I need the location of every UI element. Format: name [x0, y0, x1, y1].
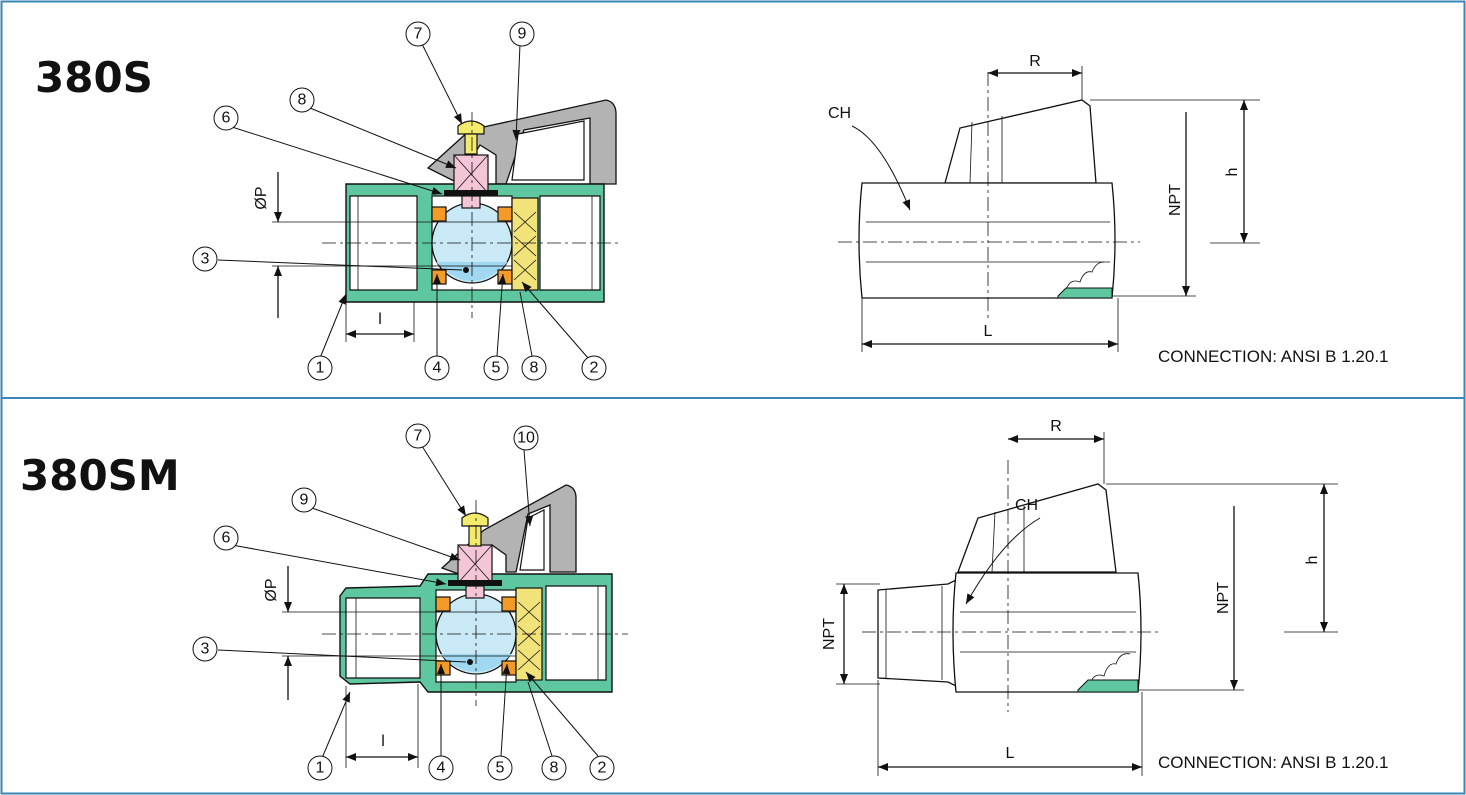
svg-text:3: 3 — [201, 251, 210, 268]
svg-text:4: 4 — [433, 360, 442, 377]
handle-profile — [944, 99, 1097, 184]
svg-text:8: 8 — [550, 760, 559, 777]
left-port — [345, 597, 421, 679]
seat-top-right — [497, 206, 513, 222]
height-label: h — [1224, 168, 1241, 177]
svg-text:9: 9 — [300, 492, 309, 509]
panel-380s: 380S — [35, 21, 1389, 381]
model-title: 380SM — [20, 451, 180, 500]
connection-note: CONNECTION: ANSI B 1.20.1 — [1158, 753, 1389, 772]
ring-nut — [511, 197, 539, 291]
panel-380sm: 380SM — [20, 418, 1389, 781]
thread-length-label: l — [381, 733, 385, 750]
svg-text:8: 8 — [298, 92, 307, 109]
hex-body — [952, 572, 1142, 693]
radius-label: R — [1029, 53, 1041, 70]
seat-bottom-right — [497, 269, 513, 285]
svg-text:5: 5 — [496, 760, 505, 777]
length-label: L — [1006, 745, 1015, 762]
svg-text:5: 5 — [492, 360, 501, 377]
svg-text:8: 8 — [530, 360, 539, 377]
handle-slot — [511, 120, 585, 181]
model-title: 380S — [35, 53, 153, 102]
callouts-380sm: 1 2 3 4 5 6 7 8 9 10 — [192, 423, 615, 781]
bore-dim-label: ØP — [263, 578, 280, 601]
seat-top-left — [431, 206, 447, 222]
lever-handle — [426, 99, 617, 185]
bore-dim-label: ØP — [253, 186, 270, 209]
svg-text:4: 4 — [437, 760, 446, 777]
svg-text:9: 9 — [518, 26, 527, 43]
male-end — [877, 578, 957, 688]
hex-label: CH — [828, 105, 851, 122]
svg-text:1: 1 — [316, 360, 325, 377]
height-label: h — [1304, 556, 1321, 565]
svg-text:7: 7 — [414, 26, 423, 43]
npt-label: NPT — [1215, 582, 1232, 614]
radius-label: R — [1050, 418, 1062, 435]
right-port — [539, 195, 601, 291]
svg-text:1: 1 — [316, 760, 325, 777]
svg-text:6: 6 — [222, 530, 231, 547]
length-label: L — [984, 323, 993, 340]
svg-text:3: 3 — [201, 641, 210, 658]
male-npt-label: NPT — [821, 618, 838, 650]
handle-profile — [957, 483, 1117, 573]
svg-text:10: 10 — [517, 430, 535, 447]
stem-gasket — [444, 190, 498, 196]
connection-note: CONNECTION: ANSI B 1.20.1 — [1158, 347, 1389, 366]
hex-label: CH — [1015, 497, 1038, 514]
svg-text:2: 2 — [590, 360, 599, 377]
side-view-380sm: CH R h NPT NPT — [821, 418, 1338, 776]
svg-text:7: 7 — [414, 428, 423, 445]
thread-length-label: l — [378, 311, 382, 328]
right-port — [545, 585, 607, 681]
section-view-380sm: ØP l — [263, 484, 628, 768]
svg-text:2: 2 — [598, 760, 607, 777]
seat-bottom-left — [431, 269, 447, 285]
svg-text:6: 6 — [222, 110, 231, 127]
side-view-380s: CH R h NPT L — [828, 53, 1260, 352]
callouts-380s: 1 2 3 4 5 6 7 8 8 9 — [192, 21, 607, 381]
npt-label: NPT — [1167, 184, 1184, 216]
